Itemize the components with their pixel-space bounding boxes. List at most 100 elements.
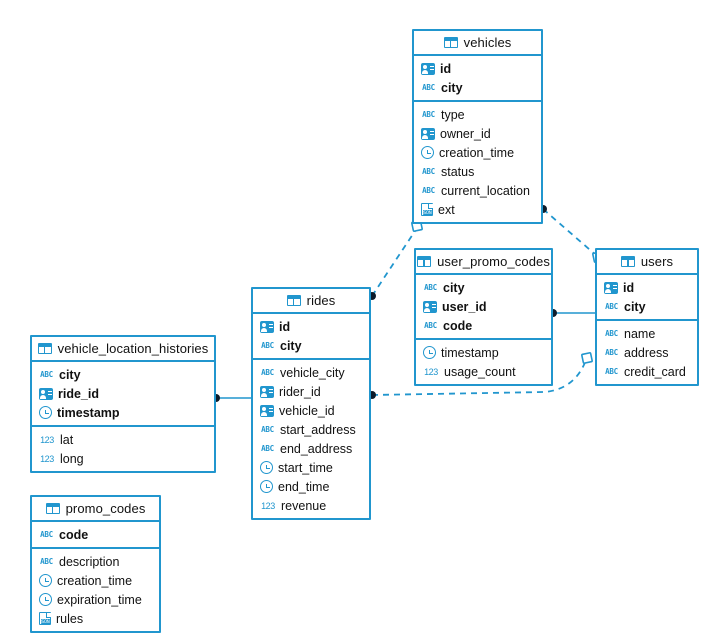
- field-row-creation_time[interactable]: creation_time: [32, 571, 159, 590]
- table-icon: [417, 256, 432, 267]
- table-header-vehicles[interactable]: vehicles: [414, 31, 541, 56]
- field-label: name: [624, 326, 656, 341]
- table-header-vehicle_location_histories[interactable]: vehicle_location_histories: [32, 337, 214, 362]
- table-icon: [286, 295, 301, 306]
- table-icon: [37, 343, 52, 354]
- field-label: vehicle_id: [279, 403, 335, 418]
- field-label: code: [443, 318, 473, 333]
- table-title: promo_codes: [65, 501, 146, 516]
- field-row-id[interactable]: id: [414, 59, 541, 78]
- field-label: revenue: [281, 498, 327, 513]
- abc-icon: ABC: [261, 424, 274, 434]
- abc-icon: ABC: [422, 185, 435, 195]
- field-label: city: [280, 338, 302, 353]
- field-row-start_address[interactable]: ABC start_address: [253, 420, 369, 439]
- clock-icon: [39, 574, 52, 587]
- json-icon: JSON: [421, 203, 433, 216]
- id-card-icon: [421, 62, 435, 75]
- table-title: users: [640, 254, 674, 269]
- field-label: ride_id: [58, 386, 99, 401]
- clock-icon: [39, 406, 52, 419]
- table-header-promo_codes[interactable]: promo_codes: [32, 497, 159, 522]
- field-row-ride_id[interactable]: ride_id: [32, 384, 214, 403]
- relationship-vehicle_location_histories-rides[interactable]: [212, 394, 251, 402]
- field-row-current_location[interactable]: ABC current_location: [414, 181, 541, 200]
- field-row-user_id[interactable]: user_id: [416, 297, 551, 316]
- id-card-icon: [604, 281, 618, 294]
- relationship-endpoint-square: [581, 352, 593, 364]
- field-label: type: [441, 107, 465, 122]
- abc-icon: ABC: [422, 109, 435, 119]
- field-row-timestamp[interactable]: timestamp: [32, 403, 214, 422]
- table-title: vehicle_location_histories: [57, 341, 209, 356]
- number-icon: 123: [40, 434, 54, 445]
- field-row-type[interactable]: ABC type: [414, 105, 541, 124]
- field-row-creation_time[interactable]: creation_time: [414, 143, 541, 162]
- abc-icon: ABC: [261, 443, 274, 453]
- clock-icon: [39, 593, 52, 606]
- field-label: address: [624, 345, 669, 360]
- abc-icon: ABC: [261, 367, 274, 377]
- abc-icon: ABC: [424, 282, 437, 292]
- field-label: city: [59, 367, 81, 382]
- field-label: credit_card: [624, 364, 686, 379]
- field-row-rider_id[interactable]: rider_id: [253, 382, 369, 401]
- field-label: long: [60, 451, 84, 466]
- field-row-id[interactable]: id: [597, 278, 697, 297]
- field-label: id: [440, 61, 452, 76]
- field-row-expiration_time[interactable]: expiration_time: [32, 590, 159, 609]
- field-row-id[interactable]: id: [253, 317, 369, 336]
- field-label: timestamp: [441, 345, 499, 360]
- clock-icon: [423, 346, 436, 359]
- table-header-user_promo_codes[interactable]: user_promo_codes: [416, 250, 551, 275]
- field-row-owner_id[interactable]: owner_id: [414, 124, 541, 143]
- field-label: city: [441, 80, 463, 95]
- field-row-vehicle_id[interactable]: vehicle_id: [253, 401, 369, 420]
- clock-icon: [260, 480, 273, 493]
- table-icon: [45, 503, 60, 514]
- id-card-icon: [260, 320, 274, 333]
- field-label: current_location: [441, 183, 530, 198]
- field-row-end_time[interactable]: end_time: [253, 477, 369, 496]
- table-header-users[interactable]: users: [597, 250, 697, 275]
- field-row-timestamp[interactable]: timestamp: [416, 343, 551, 362]
- field-label: rider_id: [279, 384, 321, 399]
- relationship-user_promo_codes-users[interactable]: [549, 309, 595, 317]
- field-row-start_time[interactable]: start_time: [253, 458, 369, 477]
- field-label: start_address: [280, 422, 356, 437]
- table-header-rides[interactable]: rides: [253, 289, 369, 314]
